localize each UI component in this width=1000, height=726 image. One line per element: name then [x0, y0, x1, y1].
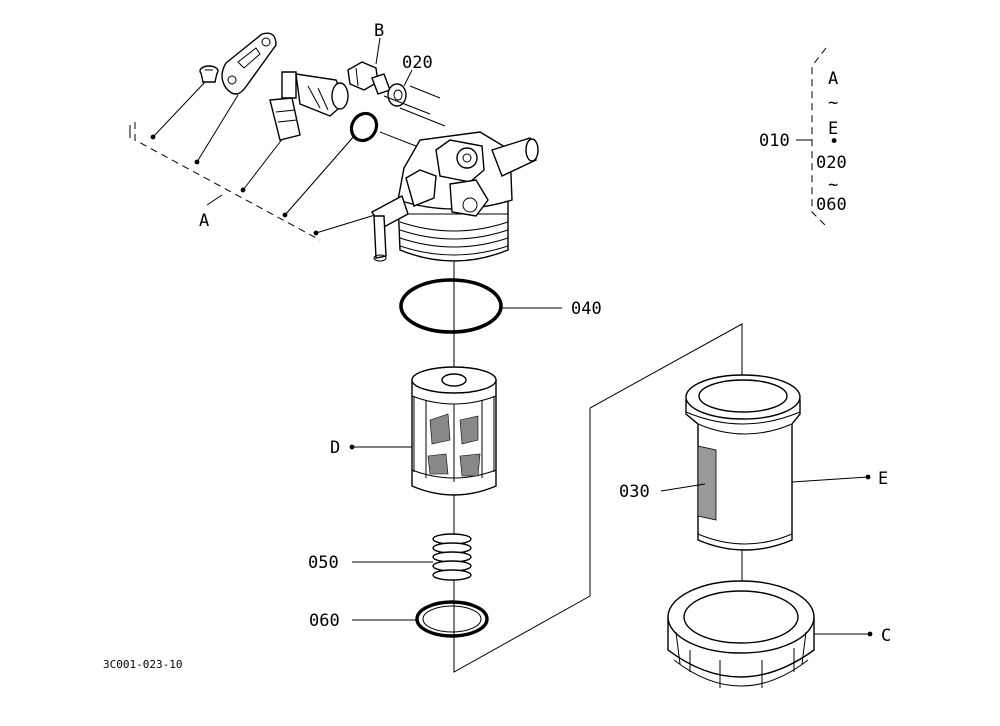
bracket-line-060: 060: [816, 195, 847, 215]
bracket-line-e: E: [828, 119, 838, 139]
fitting-b: [347, 37, 391, 95]
bracket-tilde-2: ~: [828, 175, 838, 195]
label-d: D: [330, 438, 340, 458]
label-c: C: [881, 626, 891, 646]
bracket-bullet: •: [829, 132, 839, 152]
bracket-line-020: 020: [816, 153, 847, 173]
label-b: B: [374, 21, 384, 41]
spring-050: [352, 533, 472, 581]
filter-element-d: [349, 366, 497, 496]
label-040: 040: [571, 299, 602, 319]
small-o-ring: [349, 111, 379, 143]
label-a-group: A: [199, 211, 209, 231]
label-060: 060: [309, 611, 340, 631]
bolt-screw: [199, 65, 219, 83]
label-020: 020: [402, 53, 433, 73]
retaining-ring-c: [667, 580, 873, 688]
o-ring-040: [399, 278, 562, 334]
gasket-plate: [221, 32, 277, 95]
gasket-060: [352, 600, 489, 638]
label-010: 010: [759, 131, 790, 151]
label-030: 030: [619, 482, 650, 502]
valve-cock: [269, 71, 349, 141]
label-050: 050: [308, 553, 339, 573]
washer-020-top: [387, 69, 413, 107]
bracket-tilde-1: ~: [828, 93, 838, 113]
group-a-leaders: [150, 81, 376, 236]
group-a-dashed-bracket: [129, 122, 321, 241]
bowl-e: [660, 374, 871, 551]
figure-code: 3C001-023-10: [103, 658, 182, 671]
filter-head: [371, 131, 539, 262]
label-e: E: [878, 469, 888, 489]
bracket-line-a: A: [828, 69, 838, 89]
bracket-010: [796, 47, 827, 227]
bowl-group-outline: [453, 323, 743, 673]
